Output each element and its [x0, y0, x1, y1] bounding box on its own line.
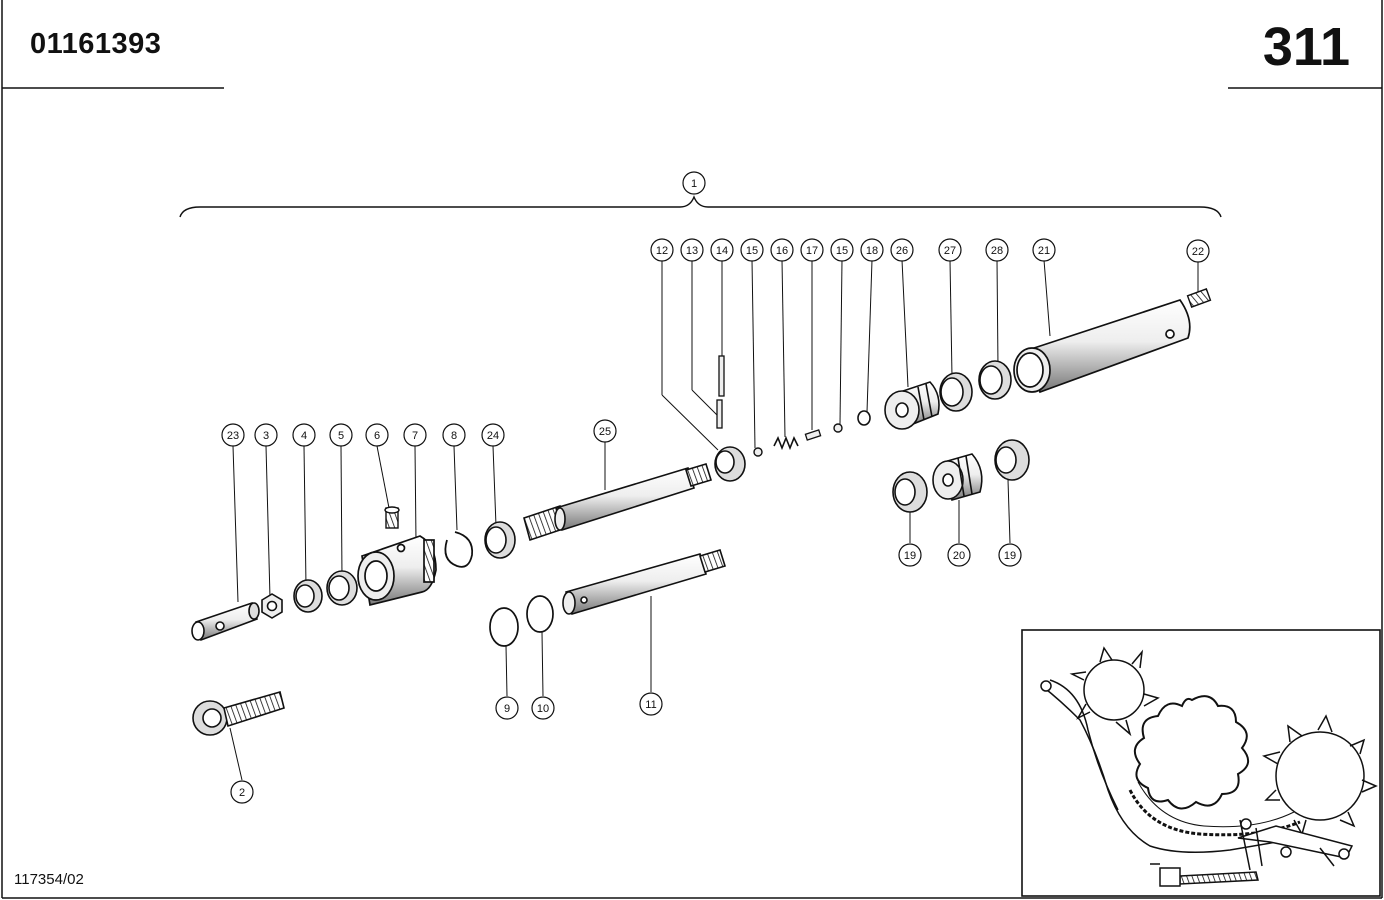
callout-label: 16: [776, 245, 788, 257]
callout-8: 8: [442, 423, 466, 447]
callout-label: 6: [374, 430, 380, 442]
callout-label: 21: [1038, 245, 1050, 257]
part-20-piston: [932, 453, 983, 502]
callout-23: 23: [221, 423, 245, 447]
callout-label: 7: [412, 430, 418, 442]
part-9-o-ring: [489, 607, 519, 647]
callout-2: 2: [230, 780, 254, 804]
leader-lines: [229, 259, 1199, 781]
callout-10: 10: [531, 696, 555, 720]
callout-20: 20: [947, 543, 971, 567]
callout-26: 26: [890, 238, 914, 262]
callout-label: 22: [1192, 246, 1204, 258]
part-28-ring: [978, 360, 1012, 400]
part-13-pin: [716, 399, 723, 429]
callout-label: 15: [836, 245, 848, 257]
callout-label: 2: [239, 787, 245, 799]
part-15-valve: [753, 447, 763, 457]
part-25-piston-rod: [523, 463, 713, 542]
part-26-piston: [884, 381, 940, 430]
callout-markers: 1 12 13 14 15 16 17 15 18 26 27 28 21 22…: [221, 171, 1210, 804]
part-27-ring: [939, 372, 973, 412]
callout-9: 9: [495, 696, 519, 720]
callout-4: 4: [292, 423, 316, 447]
callout-24: 24: [481, 423, 505, 447]
locator-inset: [1021, 629, 1381, 897]
callout-label: 27: [944, 245, 956, 257]
callout-16: 16: [770, 238, 794, 262]
part-4-ring: [293, 579, 323, 613]
part-3-nut: [261, 593, 283, 619]
callout-label: 19: [1004, 550, 1016, 562]
callout-label: 15: [746, 245, 758, 257]
part-14-pin: [718, 355, 725, 397]
part-18-o-ring: [857, 410, 871, 426]
part-2-eye-bolt: [192, 691, 285, 736]
part-8-snap-ring: [444, 531, 474, 568]
callout-19a: 19: [898, 543, 922, 567]
callout-15b: 15: [830, 238, 854, 262]
part-5-ring: [326, 570, 358, 606]
callout-25: 25: [593, 419, 617, 443]
part-15b-valve: [833, 423, 843, 433]
page-number: 311: [1262, 17, 1350, 77]
callout-1: 1: [682, 171, 706, 195]
callout-12: 12: [650, 238, 674, 262]
callout-label: 3: [263, 430, 269, 442]
callout-21: 21: [1032, 238, 1056, 262]
callout-18: 18: [860, 238, 884, 262]
part-11-rod: [562, 549, 727, 616]
callout-label: 18: [866, 245, 878, 257]
part-23-clevis: [191, 601, 260, 642]
part-22-fitting: [1186, 288, 1212, 308]
callout-label: 23: [227, 430, 239, 442]
callout-label: 19: [904, 550, 916, 562]
callout-28: 28: [985, 238, 1009, 262]
callout-11: 11: [639, 692, 663, 716]
callout-7: 7: [403, 423, 427, 447]
callout-5: 5: [329, 423, 353, 447]
callout-14: 14: [710, 238, 734, 262]
callout-17: 17: [800, 238, 824, 262]
callout-label: 13: [686, 245, 698, 257]
part-19-seal-left: [892, 471, 928, 513]
callout-label: 11: [645, 699, 656, 711]
callout-27: 27: [938, 238, 962, 262]
part-17-plunger: [804, 429, 822, 441]
callout-6: 6: [365, 423, 389, 447]
callout-label: 1: [691, 178, 697, 190]
drawing-reference: 117354/02: [14, 871, 84, 888]
callout-19b: 19: [998, 543, 1022, 567]
callout-label: 17: [806, 245, 818, 257]
part-10-o-ring: [526, 595, 554, 633]
part-7-cylinder-head: [357, 535, 437, 607]
callout-label: 28: [991, 245, 1003, 257]
callout-label: 12: [656, 245, 668, 257]
callout-label: 9: [504, 703, 510, 715]
callout-label: 4: [301, 430, 307, 442]
callout-label: 25: [599, 426, 611, 438]
part-number: 01161393: [30, 28, 162, 60]
callout-label: 24: [487, 430, 499, 442]
part-24-bushing: [484, 521, 516, 559]
callout-22: 22: [1186, 239, 1210, 263]
part-16-spring: [773, 435, 799, 451]
callout-13: 13: [680, 238, 704, 262]
part-21-cylinder-barrel: [1013, 298, 1191, 394]
callout-label: 20: [953, 550, 965, 562]
callout-label: 14: [716, 245, 728, 257]
callout-3: 3: [254, 423, 278, 447]
assembly-brace: [179, 195, 1222, 218]
part-12-seal: [714, 446, 746, 482]
callout-label: 5: [338, 430, 344, 442]
part-6-grease-nipple: [384, 506, 400, 529]
callout-label: 10: [537, 703, 549, 715]
callout-15a: 15: [740, 238, 764, 262]
callout-label: 26: [896, 245, 908, 257]
callout-label: 8: [451, 430, 457, 442]
part-19-seal-right: [994, 439, 1030, 481]
